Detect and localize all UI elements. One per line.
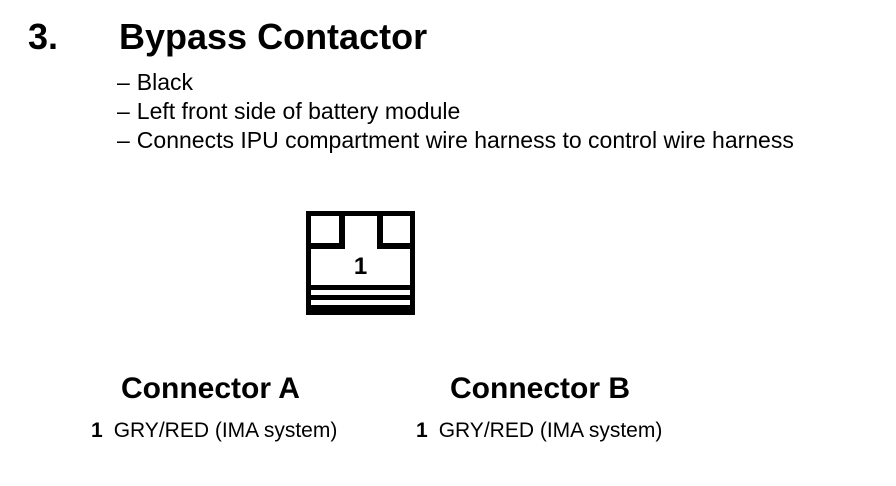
pin-number: 1 — [91, 419, 103, 442]
bullet-text: Connects IPU compartment wire harness to… — [136, 127, 794, 153]
connector-a-pin-row: 1 GRY/RED (IMA system) — [91, 418, 337, 443]
connector-cavity-1: 1 — [311, 249, 410, 285]
connector-a-title: Connector A — [121, 372, 300, 405]
connector-b-pin-row: 1 GRY/RED (IMA system) — [416, 418, 662, 443]
connector-b-title: Connector B — [450, 372, 630, 405]
bullet-dash: – — [117, 98, 130, 124]
list-item: – Black — [117, 68, 794, 97]
connector-diagram: 1 — [306, 211, 415, 315]
list-item: – Connects IPU compartment wire harness … — [117, 126, 794, 155]
bullet-text: Black — [136, 69, 194, 95]
bullet-dash: – — [117, 69, 130, 95]
section-number: 3. — [28, 16, 59, 57]
pin-wire-description: GRY/RED (IMA system) — [438, 419, 663, 442]
pin-number: 1 — [416, 419, 428, 442]
feature-list: – Black – Left front side of battery mod… — [117, 68, 794, 155]
bullet-dash: – — [117, 127, 130, 153]
pin-wire-description: GRY/RED (IMA system) — [113, 419, 338, 442]
connector-lock-stripe — [311, 300, 410, 305]
bullet-text: Left front side of battery module — [136, 98, 461, 124]
connector-top-left-notch — [311, 216, 339, 243]
list-item: – Left front side of battery module — [117, 97, 794, 126]
connector-top-right-notch — [383, 216, 410, 243]
cavity-number-label: 1 — [353, 253, 368, 280]
section-title: Bypass Contactor — [119, 16, 428, 57]
connector-lock-stripe — [311, 290, 410, 295]
connector-center-slot — [345, 216, 377, 249]
